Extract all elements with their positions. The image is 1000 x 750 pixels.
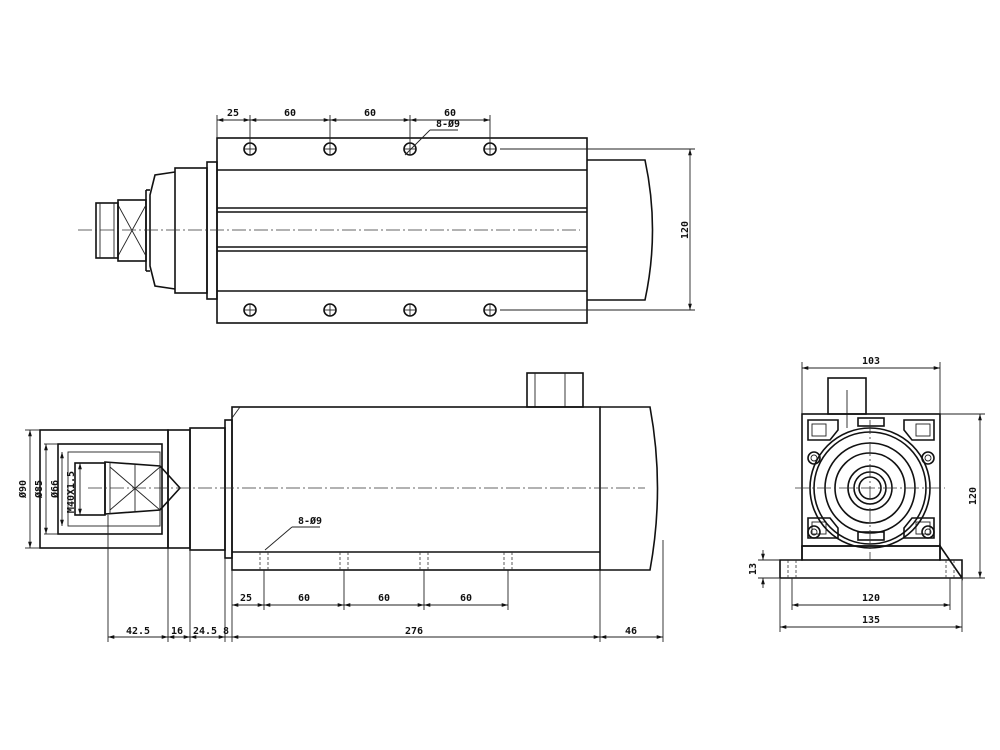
top-dimension-lines — [216, 115, 695, 311]
len-276: 276 — [405, 626, 423, 637]
dia-90: Ø90 — [17, 480, 29, 499]
len-46: 46 — [625, 626, 637, 637]
front-nose-housing — [39, 429, 169, 549]
end-base — [779, 543, 963, 581]
front-collet — [104, 461, 182, 515]
front-hidden-holes — [259, 552, 513, 570]
front-length-dims — [107, 515, 664, 642]
top-dim-60-c: 60 — [444, 108, 456, 119]
top-view: 25 60 60 60 8-Ø9 120 — [78, 108, 695, 324]
top-hole-note: 8-Ø9 — [436, 118, 460, 130]
front-hole-spacing-dims — [231, 570, 509, 610]
dia-66: Ø66 — [49, 480, 61, 499]
top-dim-25: 25 — [227, 108, 239, 119]
front-rear-cap — [600, 406, 659, 571]
top-body-outline — [216, 137, 588, 324]
top-rear-cap — [587, 159, 654, 301]
front-hole-dim-60-a: 60 — [298, 593, 310, 604]
thread-label: M40X1.5 — [66, 471, 77, 513]
top-collet-nut — [95, 202, 119, 259]
top-flange — [206, 161, 218, 300]
top-dim-60-b: 60 — [364, 108, 376, 119]
end-dim-103: 103 — [862, 356, 880, 367]
dia-85: Ø85 — [33, 480, 45, 499]
end-view: 103 120 13 120 135 — [748, 356, 985, 632]
end-dim-135: 135 — [862, 615, 880, 626]
top-nose — [149, 171, 176, 290]
top-height-dim: 120 — [680, 221, 691, 239]
end-dimension-lines — [758, 362, 985, 632]
front-body — [231, 406, 601, 571]
end-dim-13: 13 — [748, 563, 759, 575]
front-hole-leader — [264, 526, 293, 551]
len-42-5: 42.5 — [126, 626, 150, 637]
front-collar — [189, 427, 226, 551]
len-24-5: 24.5 — [193, 626, 217, 637]
front-spindle-nut — [74, 462, 106, 516]
front-nose-bore — [57, 443, 163, 535]
end-dim-120-height: 120 — [968, 487, 979, 505]
top-mount-holes — [243, 142, 497, 317]
front-view: Ø90 Ø85 Ø66 M40X1.5 8-Ø9 25 60 60 60 — [17, 372, 664, 642]
front-hole-dim-25: 25 — [240, 593, 252, 604]
end-bolt-holes — [807, 451, 935, 539]
front-hole-dim-60-b: 60 — [378, 593, 390, 604]
len-8: 8 — [223, 626, 229, 637]
top-dim-60-a: 60 — [284, 108, 296, 119]
len-16: 16 — [171, 626, 183, 637]
front-hole-dim-60-c: 60 — [460, 593, 472, 604]
top-collar — [174, 167, 208, 294]
front-flange — [224, 419, 233, 559]
end-dim-120-base: 120 — [862, 593, 880, 604]
front-hole-note: 8-Ø9 — [298, 515, 322, 527]
front-diameter-dims — [25, 429, 82, 549]
